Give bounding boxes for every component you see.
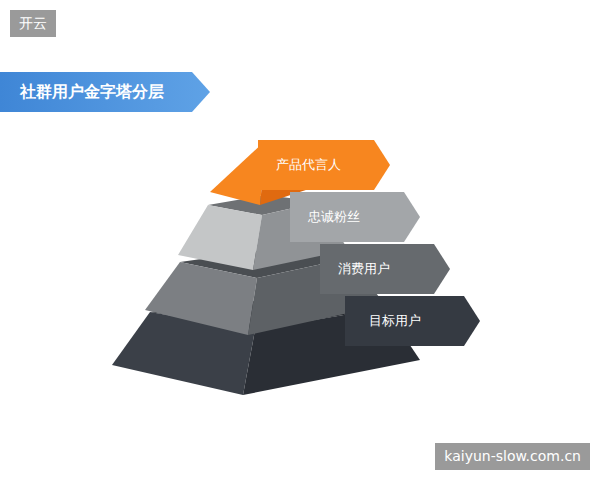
tier-name: 忠诚粉丝 xyxy=(308,209,360,225)
title-banner xyxy=(0,72,210,112)
tab-text-holder: 产品代言人 xyxy=(276,140,341,190)
tab-fill xyxy=(320,244,450,294)
tier-label-tab: 目标用户 xyxy=(345,296,480,346)
tier-label-tab: 消费用户 xyxy=(320,244,450,294)
tier-name: 消费用户 xyxy=(338,261,390,277)
tab-text-holder: 忠诚粉丝 xyxy=(308,192,360,242)
tab-fill xyxy=(258,140,390,190)
tier-label-tab: 产品代言人 xyxy=(258,140,390,190)
tier-name: 产品代言人 xyxy=(276,157,341,173)
tab-text-holder: 目标用户 xyxy=(369,296,421,346)
tab-text-holder: 消费用户 xyxy=(338,244,390,294)
title: 社群用户金字塔分层 xyxy=(20,82,164,101)
watermark: 开云 xyxy=(10,10,56,37)
tab-fill xyxy=(290,192,420,242)
watermark: kaiyun-slow.com.cn xyxy=(435,443,590,470)
tab-fill xyxy=(345,296,480,346)
tier-label-tab: 忠诚粉丝 xyxy=(290,192,420,242)
tier-name: 目标用户 xyxy=(369,313,421,329)
